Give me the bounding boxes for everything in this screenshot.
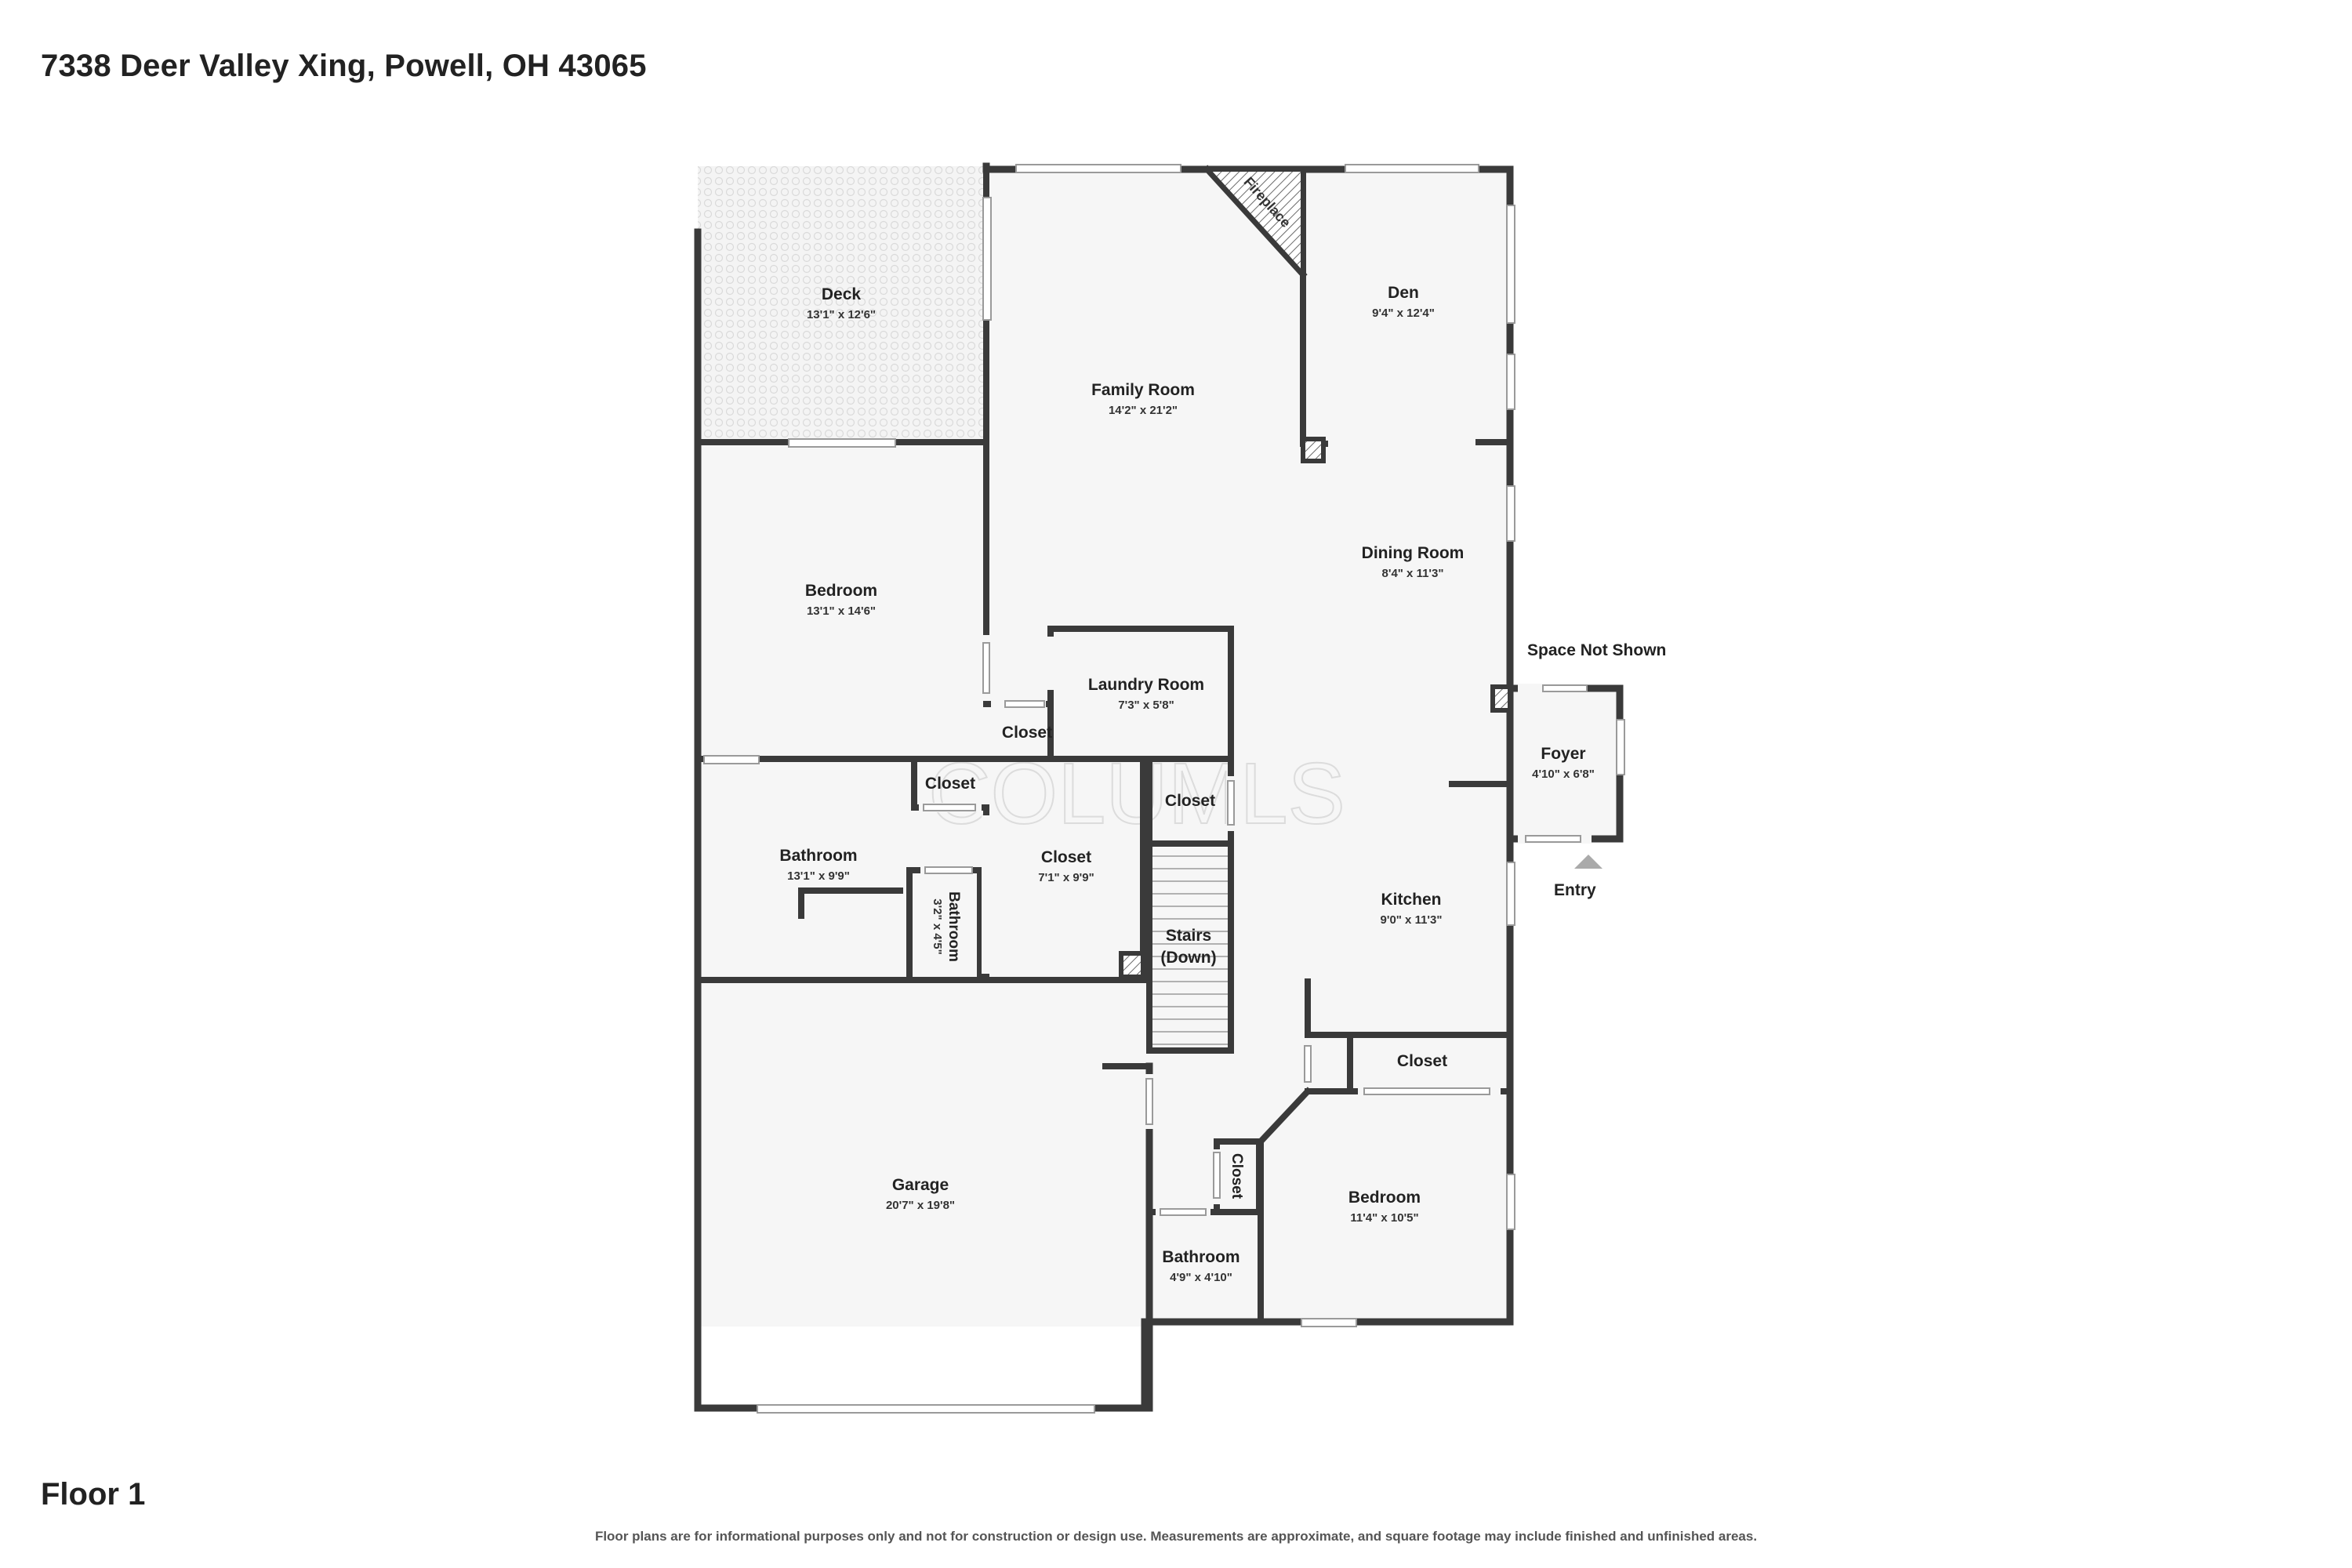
room-name-dining-room: Dining Room [1362, 544, 1465, 562]
room-dims-family-room: 14'2" x 21'2" [1109, 404, 1178, 417]
door-thresholds [1525, 835, 1581, 843]
small-closet-door-sill [923, 804, 976, 811]
bedroom-door-sill [982, 642, 990, 694]
room-dims-bedroom-1: 13'1" x 14'6" [807, 604, 876, 618]
column-foyer [1490, 684, 1512, 713]
fireplace-icon [1202, 167, 1305, 281]
room-dims-foyer: 4'10" x 6'8" [1532, 768, 1595, 781]
bath-door-sill [924, 866, 973, 874]
room-name-den: Den [1388, 284, 1419, 302]
closet-door-sill [1004, 700, 1045, 708]
room-name-bedroom-2: Bedroom [1348, 1189, 1421, 1207]
entry-label: Entry [1554, 881, 1596, 899]
room-name-foyer: Foyer [1541, 745, 1585, 763]
room-dims-bedroom-2: 11'4" x 10'5" [1350, 1211, 1418, 1225]
kitchen-closet-side-sill [1304, 1045, 1312, 1083]
room-dims-bathroom-3: 4'9" x 4'10" [1170, 1271, 1232, 1284]
hall-closet-door-sill [1213, 1152, 1221, 1199]
room-name-garage: Garage [892, 1176, 949, 1194]
room-name-closet-walkin: Closet [1041, 848, 1091, 866]
room-dims-closet-walkin: 7'1" x 9'9" [1038, 871, 1094, 884]
room-name-deck: Deck [822, 285, 862, 303]
room-name-closet-bath: Closet [925, 775, 975, 793]
room-dims-deck: 13'1" x 12'6" [807, 308, 876, 321]
entry-arrow-icon [1574, 855, 1602, 869]
room-dims-kitchen: 9'0" x 11'3" [1381, 913, 1443, 927]
room-name-bedroom-1: Bedroom [805, 582, 877, 600]
room-name-stairs-down: (Down) [1160, 949, 1216, 967]
room-name-closet-hall: Closet [1229, 1153, 1245, 1200]
column-stairs [1119, 951, 1145, 979]
room-dims-garage: 20'7" x 19'8" [886, 1199, 955, 1212]
stair-closet-door-sill [1227, 780, 1235, 826]
floor-label: Floor 1 [41, 1477, 146, 1512]
column-den [1301, 437, 1326, 463]
room-name-laundry-room: Laundry Room [1088, 676, 1204, 694]
room-dims-den: 9'4" x 12'4" [1372, 307, 1435, 320]
foyer-floor [1510, 688, 1621, 839]
room-name-stairs: Stairs [1166, 927, 1211, 945]
space-not-shown-label: Space Not Shown [1527, 641, 1666, 659]
stairs-treads [1152, 855, 1228, 1045]
room-name-kitchen: Kitchen [1381, 891, 1441, 909]
room-name-bathroom-1: Bathroom [779, 847, 857, 865]
interior-floor [698, 442, 1510, 1327]
deck-area [698, 166, 986, 442]
room-name-family-room: Family Room [1091, 381, 1195, 399]
room-dims-laundry-room: 7'3" x 5'8" [1118, 699, 1174, 712]
room-name-closet-kitchen: Closet [1397, 1052, 1447, 1070]
foyer-window [1542, 684, 1588, 692]
room-dims-bathroom-2: 3'2" x 4'5" [931, 898, 944, 954]
room-dims-dining-room: 8'4" x 11'3" [1382, 567, 1444, 580]
disclaimer: Floor plans are for informational purpos… [594, 1529, 1758, 1544]
room-name-bathroom-2: Bathroom [946, 891, 962, 962]
room-name-bathroom-3: Bathroom [1162, 1248, 1240, 1266]
bath3-door-sill [1160, 1208, 1207, 1216]
room-name-closet-stairs: Closet [1165, 792, 1215, 810]
room-dims-bathroom-1: 13'1" x 9'9" [787, 869, 850, 883]
garage-door-sill [1145, 1078, 1153, 1125]
room-labels: Deck 13'1" x 12'6" Family Room 14'2" x 2… [779, 284, 1666, 1284]
kitchen-closet-door-sill [1363, 1087, 1490, 1095]
windows [703, 164, 1625, 1414]
room-name-closet-laundry: Closet [1002, 724, 1052, 742]
address-title: 7338 Deer Valley Xing, Powell, OH 43065 [41, 49, 647, 83]
